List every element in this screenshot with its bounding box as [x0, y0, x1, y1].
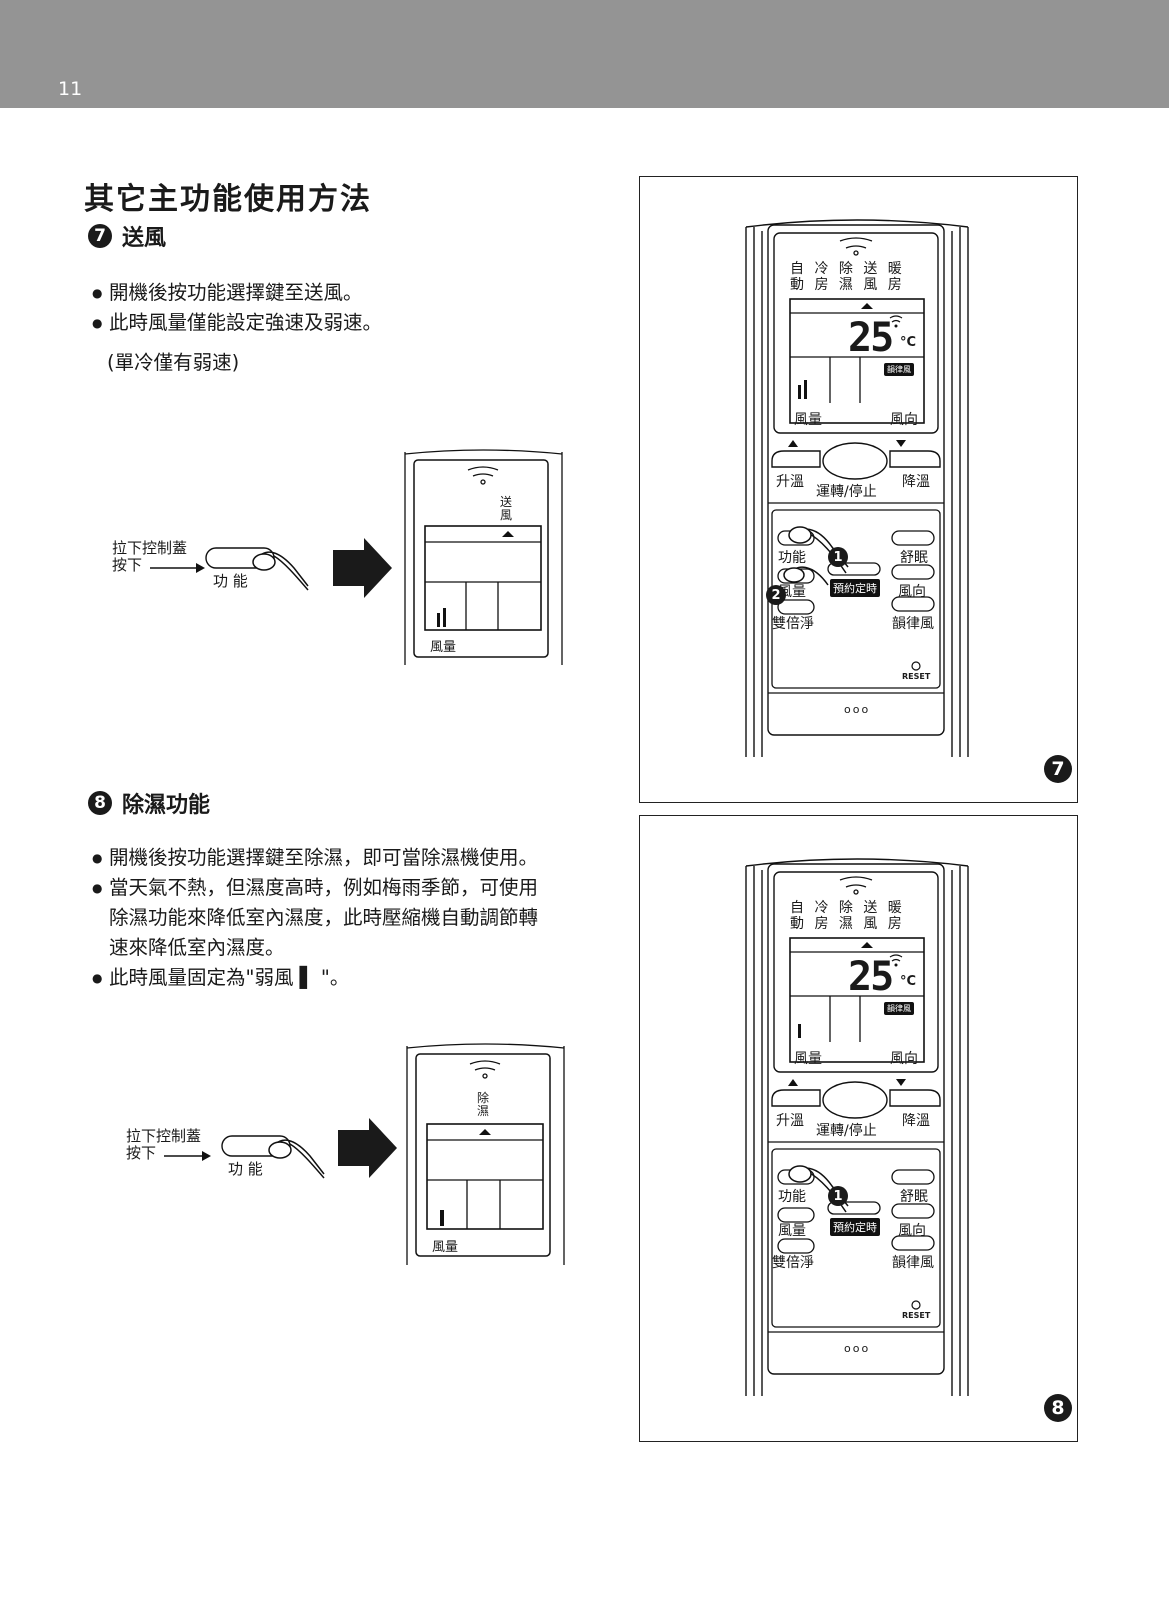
lcd-fan-label: 風量 [432, 1240, 459, 1255]
power-button[interactable]: 運轉/停止 [816, 484, 877, 500]
diagram-fan-mode: 拉下控制蓋 按下 功 能 送 風 風量 [108, 440, 588, 680]
fan-mode-diagram-drawing [150, 449, 563, 665]
bullet-item: 此時風量固定為"弱風 ▌ "。 [92, 963, 632, 993]
function-button-label: 功 能 [228, 1160, 263, 1178]
figure-badge: 8 [1044, 1394, 1072, 1422]
temp-up-button[interactable]: 升溫 [776, 1113, 804, 1129]
fan-speed-button[interactable]: 風量 [778, 1223, 806, 1239]
lcd-fan-label: 風量 [794, 1051, 822, 1067]
remote-figure-8: 自 冷 除 送 暖 動 房 濕 風 房 25 °C 韻律風 風量 風向 升溫 運… [639, 815, 1078, 1442]
dehumidify-diagram-drawing [164, 1043, 565, 1265]
remote-body: 自 冷 除 送 暖 動 房 濕 風 房 25 °C 韻律風 風量 風向 升溫 運… [740, 217, 980, 757]
section-number-badge: 7 [88, 224, 112, 248]
section-7-heading: 7 送風 [88, 220, 166, 252]
vane-button[interactable]: 風向 [898, 584, 926, 600]
indicator-dots: ooo [844, 703, 871, 716]
remote-outline [745, 219, 969, 757]
page-title: 其它主功能使用方法 [84, 182, 372, 217]
lcd-mode-label: 除 濕 [477, 1091, 490, 1118]
double-clean-button[interactable]: 雙倍淨 [772, 1255, 814, 1271]
remote-body: 自 冷 除 送 暖 動 房 濕 風 房 25 °C 韻律風 風量 風向 升溫 運… [740, 856, 980, 1396]
vane-button[interactable]: 風向 [898, 1223, 926, 1239]
figure-badge: 7 [1044, 755, 1072, 783]
temp-down-button[interactable]: 降溫 [902, 1113, 930, 1129]
section-7-note: (單冷僅有弱速) [107, 351, 240, 374]
function-button-label: 功 能 [213, 572, 248, 590]
mode-labels-bottom: 動 房 濕 風 房 [790, 916, 905, 932]
lcd-fan-label: 風量 [794, 412, 822, 428]
timer-button[interactable]: 預約定時 [830, 579, 880, 597]
mode-labels-top: 自 冷 除 送 暖 [790, 900, 905, 916]
temperature-display: 25 [848, 315, 894, 361]
step-1-badge: 1 [828, 1186, 848, 1206]
lcd-vane-label: 風向 [890, 1051, 918, 1067]
lcd-fan-label: 風量 [430, 640, 457, 655]
temp-up-button[interactable]: 升溫 [776, 474, 804, 490]
temperature-unit: °C [900, 335, 917, 350]
section-7-bullets: 開機後按功能選擇鍵至送風。 此時風量僅能設定強速及弱速。 [92, 278, 612, 338]
reset-button[interactable]: RESET [902, 672, 931, 681]
fan-level-bar [798, 385, 801, 399]
swing-tag: 韻律風 [884, 363, 914, 376]
step-2-badge: 2 [766, 585, 786, 605]
instruction-label: 拉下控制蓋 按下 [112, 539, 188, 574]
reset-button[interactable]: RESET [902, 1311, 931, 1320]
temperature-display: 25 [848, 954, 894, 1000]
timer-button[interactable]: 預約定時 [830, 1218, 880, 1236]
lcd-vane-label: 風向 [890, 412, 918, 428]
remote-outline [745, 858, 969, 1396]
lcd-mode-label: 送 風 [500, 495, 513, 522]
temperature-unit: °C [900, 974, 917, 989]
sleep-button[interactable]: 舒眠 [900, 1189, 928, 1205]
sleep-button[interactable]: 舒眠 [900, 550, 928, 566]
temp-down-button[interactable]: 降溫 [902, 474, 930, 490]
indicator-dots: ooo [844, 1342, 871, 1355]
bullet-item: 開機後按功能選擇鍵至除濕，即可當除濕機使用。 [92, 843, 632, 873]
second-hand-tip [783, 567, 805, 583]
mode-labels-top: 自 冷 除 送 暖 [790, 261, 905, 277]
instruction-label: 拉下控制蓋 按下 [126, 1127, 202, 1162]
fan-level-bar [804, 380, 807, 399]
section-number-badge: 8 [88, 791, 112, 815]
section-title: 送風 [122, 226, 167, 251]
bullet-item: 開機後按功能選擇鍵至送風。 [92, 278, 612, 308]
section-title: 除濕功能 [122, 793, 211, 818]
function-button[interactable]: 功能 [778, 550, 806, 566]
remote-figure-7: 自 冷 除 送 暖 動 房 濕 風 房 25 °C 韻律風 風量 風向 升溫 運… [639, 176, 1078, 803]
function-button[interactable]: 功能 [778, 1189, 806, 1205]
power-button[interactable]: 運轉/停止 [816, 1123, 877, 1139]
section-8-heading: 8 除濕功能 [88, 787, 210, 819]
swing-button[interactable]: 韻律風 [892, 1255, 934, 1271]
swing-button[interactable]: 韻律風 [892, 616, 934, 632]
page-number: 11 [58, 78, 83, 100]
header-bar [0, 0, 1169, 108]
fan-level-bar [798, 1024, 801, 1038]
double-clean-button[interactable]: 雙倍淨 [772, 616, 814, 632]
mode-labels-bottom: 動 房 濕 風 房 [790, 277, 905, 293]
step-1-badge: 1 [828, 547, 848, 567]
bullet-item: 此時風量僅能設定強速及弱速。 [92, 308, 612, 338]
bullet-item: 當天氣不熱，但濕度高時，例如梅雨季節，可使用 除濕功能來降低室內濕度，此時壓縮機… [92, 873, 632, 963]
swing-tag: 韻律風 [884, 1002, 914, 1015]
diagram-dehumidify-mode: 拉下控制蓋 按下 功 能 除 濕 風量 [122, 1040, 602, 1280]
section-8-bullets: 開機後按功能選擇鍵至除濕，即可當除濕機使用。 當天氣不熱，但濕度高時，例如梅雨季… [92, 843, 632, 993]
